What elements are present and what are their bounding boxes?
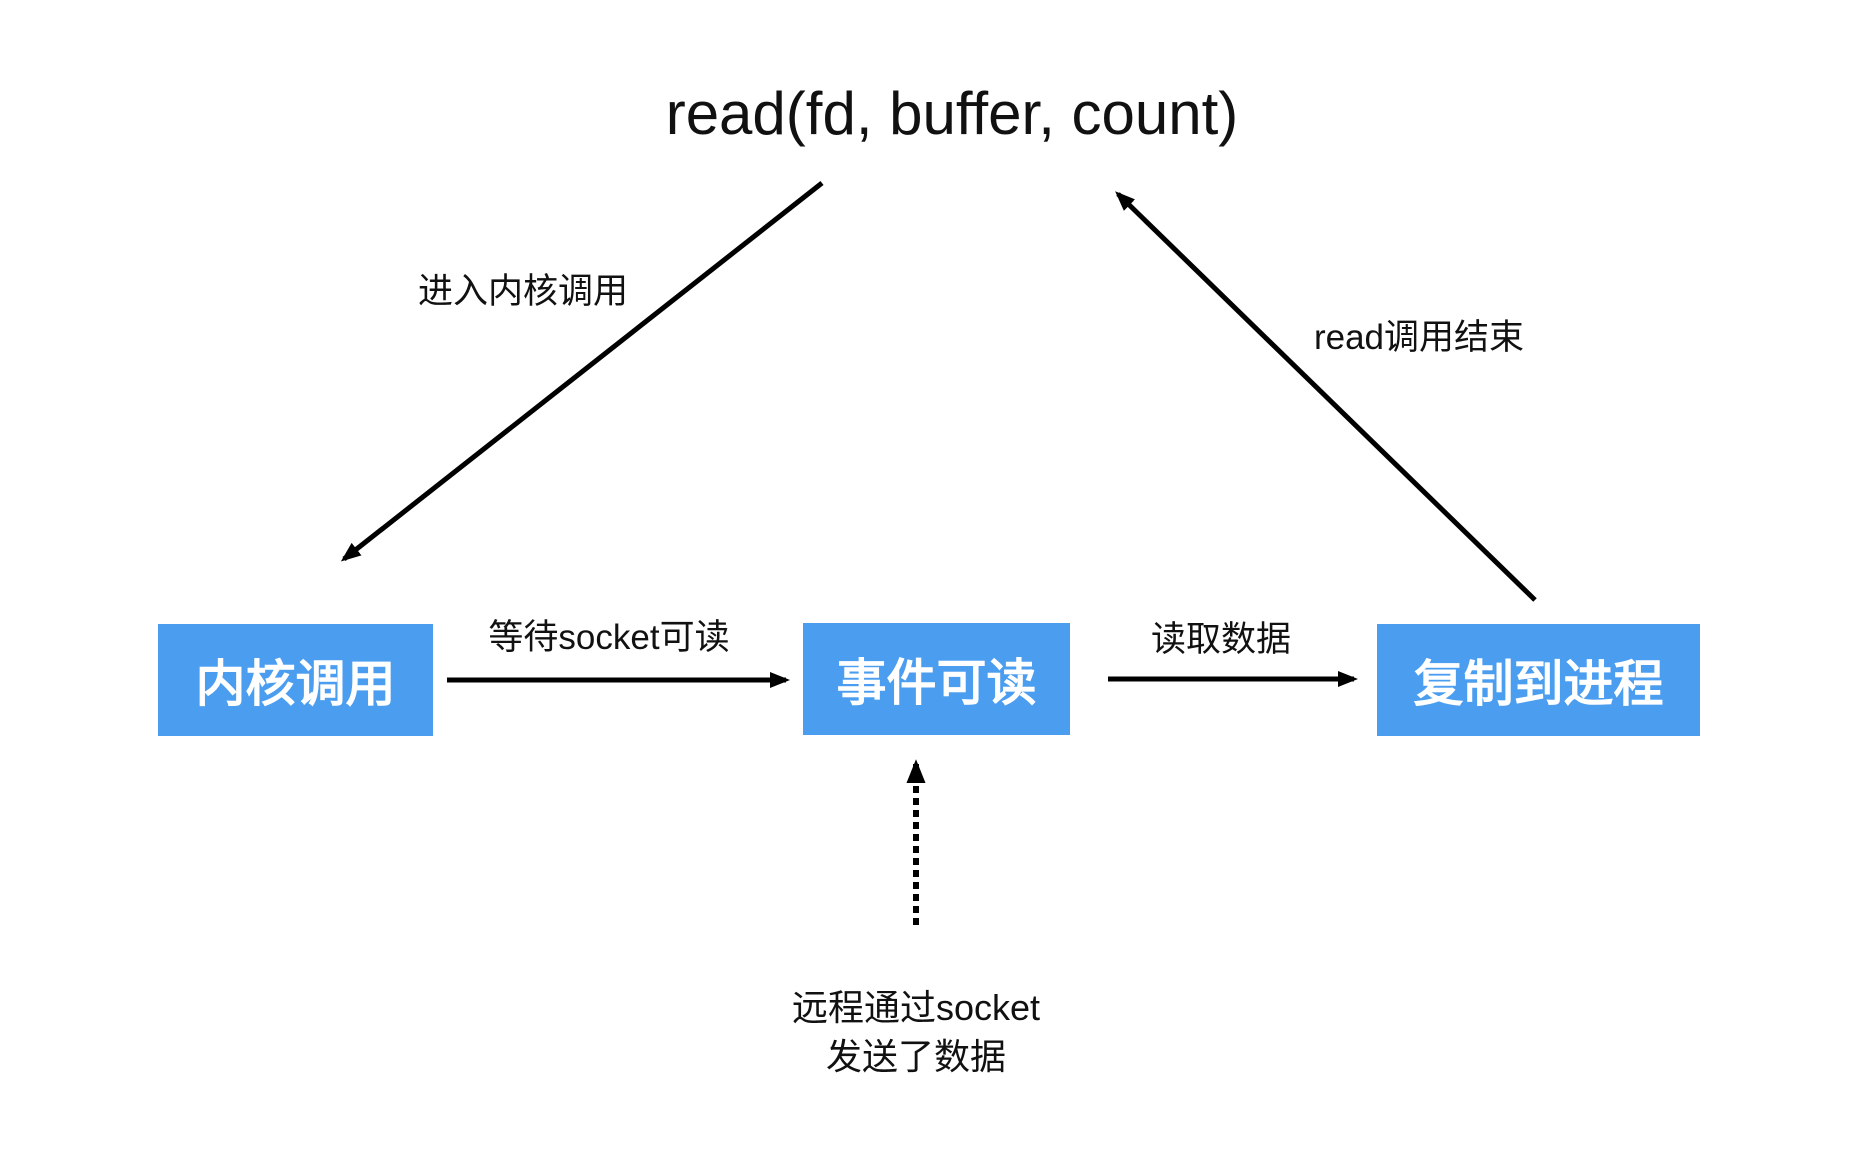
node-copy-to-process-label: 复制到进程 — [1413, 656, 1664, 712]
diagram-title: read(fd, buffer, count) — [665, 80, 1239, 147]
arrow-enter-kernel — [340, 181, 824, 562]
edge-label-wait-socket: 等待socket可读 — [488, 618, 730, 657]
socket-note: 远程通过socket 发送了数据 — [792, 983, 1040, 1081]
socket-note-line1: 远程通过socket — [791, 987, 1041, 1028]
edge-label-read-data: 读取数据 — [1150, 620, 1292, 659]
edge-label-read-end: read调用结束 — [1313, 318, 1525, 357]
arrow-read-end — [1115, 191, 1537, 602]
node-kernel-call: 内核调用 — [158, 624, 433, 736]
edge-label-enter-kernel: 进入内核调用 — [417, 272, 629, 311]
node-event-readable: 事件可读 — [803, 623, 1070, 735]
node-copy-to-process: 复制到进程 — [1377, 624, 1700, 736]
socket-note-line2: 发送了数据 — [825, 1036, 1007, 1077]
node-event-readable-label: 事件可读 — [836, 655, 1037, 711]
node-kernel-call-label: 内核调用 — [195, 656, 396, 712]
